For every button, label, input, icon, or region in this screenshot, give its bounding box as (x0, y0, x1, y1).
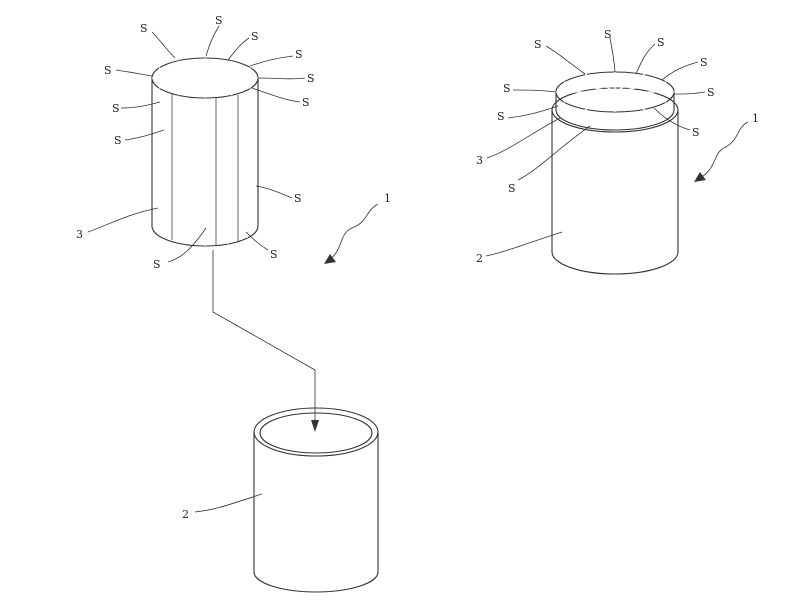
segment-label: S (497, 110, 505, 123)
segmented-core (87, 25, 306, 263)
assembled-unit (485, 37, 706, 275)
tube-inside (259, 412, 373, 454)
tube-rim (253, 407, 379, 457)
segment-label: S (700, 56, 708, 69)
assembly-arrow-right (695, 121, 749, 181)
insertion-arrow (212, 250, 316, 430)
segment-label: S (270, 248, 278, 261)
segment-label: S (307, 72, 315, 85)
insertion-arrow-head (311, 420, 319, 432)
assembly-arrow-left (325, 203, 379, 263)
tube-label: 2 (182, 508, 189, 521)
segment-label: S (692, 126, 700, 139)
segment-label: S (302, 96, 310, 109)
core-leader-lines (87, 25, 306, 263)
segment-label: S (508, 182, 516, 195)
segment-label: S (153, 258, 161, 271)
segment-label: S (215, 14, 223, 27)
core-label: 3 (476, 154, 483, 167)
assembled-leader-lines (485, 37, 706, 257)
segment-label: S (104, 64, 112, 77)
core-label: 3 (76, 228, 83, 241)
segment-label: S (503, 82, 511, 95)
segment-label: S (295, 48, 303, 61)
segment-labels: S S S S S S S S S S S S S S S S S S S S … (104, 14, 715, 271)
tube-label: 2 (476, 252, 483, 265)
assembled-core-side (555, 92, 675, 131)
assembly-arrow-left-head (324, 254, 336, 264)
segment-label: S (140, 22, 148, 35)
empty-tube (194, 407, 379, 593)
segment-label: S (114, 134, 122, 147)
tube-leader-line (194, 493, 263, 513)
segment-label: S (604, 28, 612, 41)
assembly-label: 1 (752, 112, 759, 125)
core-top-radial-lines (152, 58, 258, 98)
segment-label: S (707, 86, 715, 99)
segment-label: S (657, 36, 665, 49)
segment-label: S (534, 38, 542, 51)
assembly-arrow-right-head (694, 172, 706, 182)
assembled-radial-lines (556, 72, 674, 112)
assembly-label: 1 (384, 192, 391, 205)
core-segment-lines (162, 92, 248, 246)
segment-label: S (294, 192, 302, 205)
segment-label: S (251, 30, 259, 43)
segment-label: S (112, 102, 120, 115)
